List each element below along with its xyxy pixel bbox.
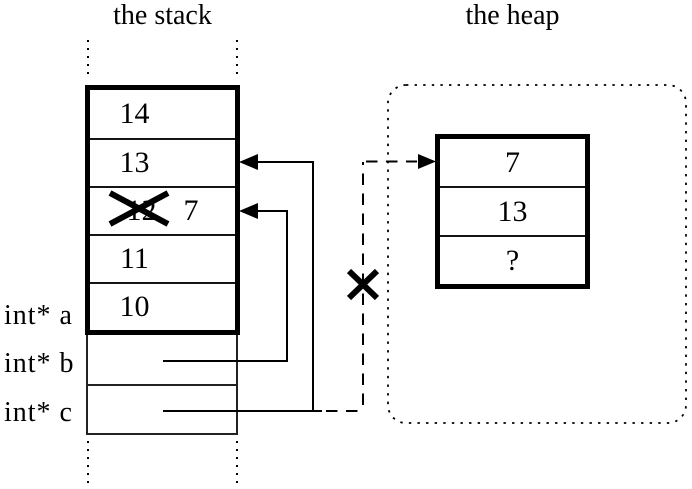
var-label-a: int* a xyxy=(4,300,73,331)
stack-cell-14: 14 xyxy=(90,90,235,138)
heap-cell-unknown: ? xyxy=(440,235,585,284)
stack-slot-b xyxy=(88,335,236,384)
stack-cell-10: 10 xyxy=(90,282,235,330)
var-label-c: int* c xyxy=(4,397,73,428)
stack-cell-value: 13 xyxy=(119,146,150,179)
stack-cell-new-value: 7 xyxy=(183,194,199,227)
stack-cell-11: 11 xyxy=(90,234,235,282)
stack-bottom-dotted-guides xyxy=(87,441,238,486)
stack-top-dotted-guides xyxy=(87,40,238,79)
stack-cell-value: 11 xyxy=(120,242,149,275)
stack-cell-13: 13 xyxy=(90,138,235,186)
stack-title: the stack xyxy=(113,0,212,31)
stack-slot-c xyxy=(88,384,236,433)
dangling-heap-pointer-arrow xyxy=(326,154,436,412)
stack-cell-value: 14 xyxy=(119,97,150,130)
stack-cell-overwritten: 12 7 xyxy=(90,186,235,234)
heap-block-box: 7 13 ? xyxy=(435,134,590,289)
var-label-b: int* b xyxy=(4,348,75,379)
heap-cell-value: 13 xyxy=(497,194,528,228)
stack-frame-box: 14 13 12 7 11 10 xyxy=(85,85,240,335)
invalidated-pointer-cross-icon xyxy=(346,268,380,301)
heap-cell-13: 13 xyxy=(440,186,585,235)
heap-cell-7: 7 xyxy=(440,139,585,186)
stack-cell-old-value: 12 xyxy=(126,194,157,227)
heap-title: the heap xyxy=(465,0,560,31)
stack-pointer-slots xyxy=(86,335,238,435)
heap-cell-value: 7 xyxy=(505,145,520,179)
stack-cell-value: 10 xyxy=(119,290,150,323)
heap-cell-value: ? xyxy=(505,243,520,277)
